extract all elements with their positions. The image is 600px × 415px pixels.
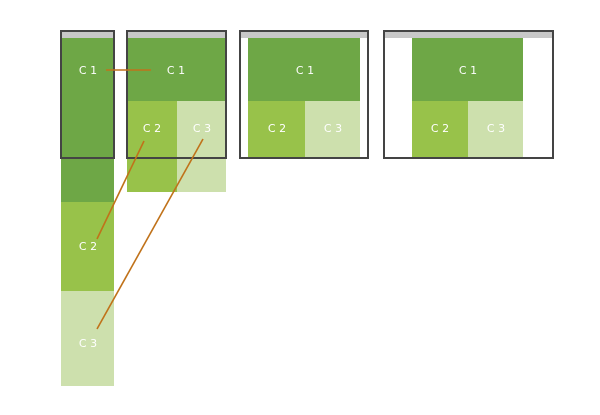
- panel-stacked-layout: C 1 C 2 C 3: [60, 30, 115, 386]
- wide-column-2: [412, 101, 468, 158]
- connector-c2: [96, 140, 145, 240]
- medium-column-1: [248, 38, 360, 101]
- narrow-label-c2: C 2: [143, 122, 161, 135]
- stacked-label-c3: C 3: [79, 337, 97, 350]
- medium-column-2: [248, 101, 305, 158]
- connector-c3: [96, 138, 204, 330]
- stacked-frame-header: [61, 31, 114, 38]
- narrow-label-c3: C 3: [193, 122, 211, 135]
- wide-column-1: [412, 38, 523, 101]
- stacked-column-2: [61, 202, 114, 291]
- narrow-label-c1: C 1: [167, 64, 185, 77]
- stacked-frame: [60, 30, 115, 159]
- wide-frame: [383, 30, 554, 159]
- narrow-column-2: [127, 101, 177, 192]
- medium-frame: [239, 30, 369, 159]
- wide-frame-header: [384, 31, 553, 38]
- stacked-label-c1: C 1: [79, 64, 97, 77]
- panel-wide-grid: C 1 C 2 C 3: [383, 30, 554, 159]
- panel-narrow-grid: C 1 C 2 C 3: [126, 30, 227, 192]
- medium-frame-header: [240, 31, 368, 38]
- stacked-column-1: [61, 38, 114, 202]
- panel-medium-grid: C 1 C 2 C 3: [239, 30, 369, 159]
- medium-label-c1: C 1: [296, 64, 314, 77]
- medium-column-3: [305, 101, 360, 158]
- wide-label-c2: C 2: [431, 122, 449, 135]
- stacked-column-3: [61, 291, 114, 386]
- wide-label-c3: C 3: [487, 122, 505, 135]
- narrow-column-3: [177, 101, 226, 192]
- medium-label-c3: C 3: [324, 122, 342, 135]
- connectors: [96, 69, 204, 330]
- narrow-frame: [126, 30, 227, 159]
- wide-column-3: [468, 101, 523, 158]
- stacked-label-c2: C 2: [79, 240, 97, 253]
- wide-label-c1: C 1: [459, 64, 477, 77]
- narrow-frame-header: [127, 31, 226, 38]
- medium-label-c2: C 2: [268, 122, 286, 135]
